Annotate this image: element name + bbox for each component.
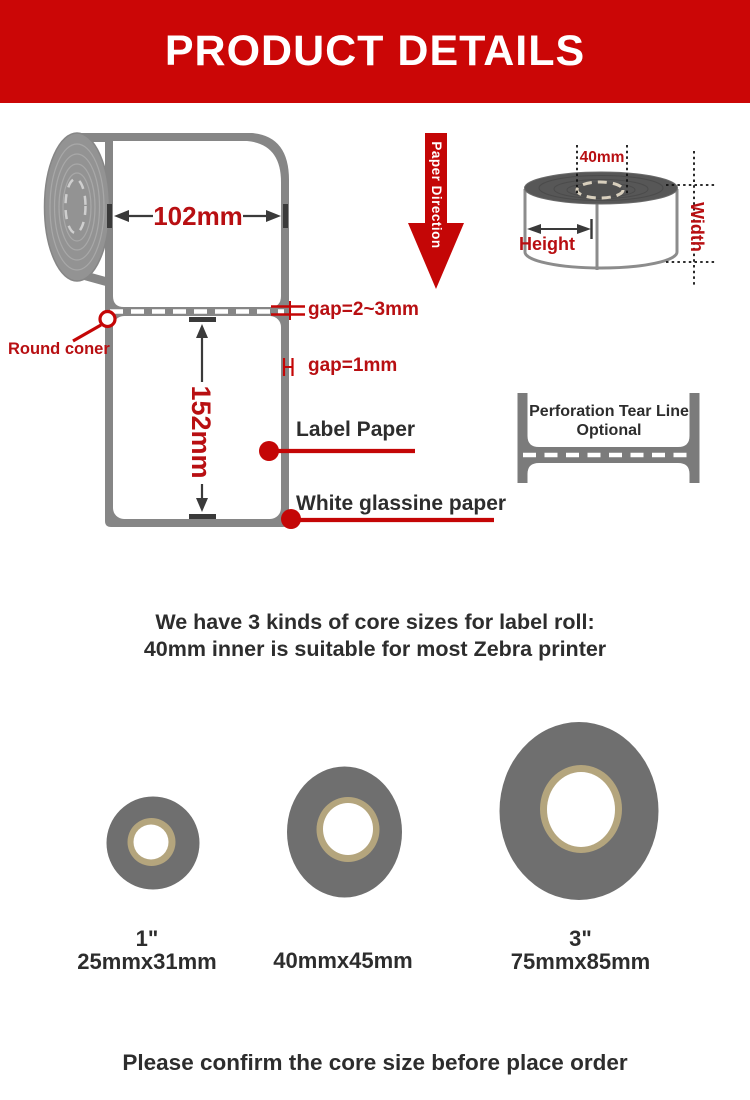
core-note: We have 3 kinds of core sizes for label … (0, 609, 750, 663)
core-size-roll-medium (287, 766, 402, 898)
perforation-graphic (517, 393, 700, 483)
page-title: PRODUCT DETAILS (164, 27, 586, 75)
label-paper-dot (259, 441, 279, 461)
gap-1mm-label: gap=1mm (308, 355, 398, 376)
paper-direction-label: Paper Direction (429, 141, 444, 249)
perforation-label-line2: Optional (576, 422, 642, 439)
glassine-label: White glassine paper (296, 492, 507, 515)
label-paper-label: Label Paper (296, 418, 416, 441)
header-banner (0, 0, 750, 103)
height-arrow (527, 219, 593, 239)
core-size-small-inch: 1" (135, 926, 159, 951)
core-size-roll-large (499, 722, 659, 900)
core-cylinder-graphic (523, 145, 717, 287)
core-note-line1: We have 3 kinds of core sizes for label … (155, 610, 595, 634)
core-size-label-large: 3" 75mmx85mm (493, 926, 668, 974)
core-size-medium-dims: 40mmx45mm (273, 948, 413, 973)
footer-note: Please confirm the core size before plac… (122, 1050, 628, 1075)
label-1 (113, 141, 281, 307)
perforation-label: Perforation Tear Line Optional (523, 402, 695, 440)
label-2 (113, 316, 281, 519)
core-size-roll-small (106, 796, 200, 890)
dim-152mm-label: 152mm (186, 385, 216, 479)
core-size-large-inch: 3" (569, 926, 592, 951)
height-label: Height (519, 234, 575, 254)
dim-152mm (189, 317, 216, 519)
label-strip-graphic (80, 133, 289, 527)
glassine-pointer (281, 509, 494, 529)
round-corner-marker (72, 309, 117, 343)
round-corner-label: Round coner (8, 340, 110, 358)
cylinder-core-dashed (575, 180, 625, 200)
dim-102mm (107, 204, 288, 228)
width-label: Width (687, 202, 707, 252)
gap-2-3mm-label: gap=2~3mm (308, 299, 419, 320)
roll-side-graphic (43, 132, 111, 282)
roll-core-dashed (64, 177, 87, 235)
core-size-small-dims: 25mmx31mm (77, 948, 217, 974)
core-size-label-small: 1" 25mmx31mm (62, 926, 232, 974)
gap-2-3mm-bracket (271, 301, 305, 320)
dim-102mm-label: 102mm (153, 201, 243, 231)
paper-direction-arrow (408, 133, 464, 289)
core-size-large-dims: 75mmx85mm (510, 948, 651, 974)
core-40mm-label: 40mm (579, 149, 625, 166)
gap-1mm-bracket (282, 358, 294, 376)
label-paper-pointer (259, 441, 415, 461)
perforation-label-line1: Perforation Tear Line (529, 403, 689, 420)
glassine-dot (281, 509, 301, 529)
core-size-label-medium: 40mmx45mm (258, 948, 428, 973)
core-note-line2: 40mm inner is suitable for most Zebra pr… (143, 637, 607, 661)
